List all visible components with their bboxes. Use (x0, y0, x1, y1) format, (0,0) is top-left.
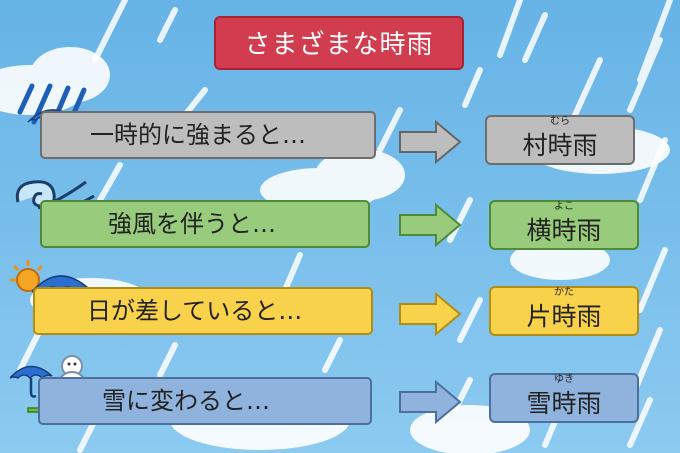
condition-box: 日が差していると… (33, 287, 373, 335)
result-word: 片時雨 (526, 302, 602, 331)
result-box: むら 村時雨 (485, 115, 635, 165)
result-ruby: ゆき (554, 374, 574, 385)
condition-text: 日が差していると… (87, 297, 303, 325)
condition-box: 強風を伴うと… (40, 200, 370, 248)
result-ruby: よこ (554, 201, 574, 212)
result-ruby: かた (554, 287, 574, 298)
result-ruby: むら (550, 116, 570, 127)
arrow-right-icon (399, 203, 462, 247)
result-box: ゆき 雪時雨 (489, 373, 639, 423)
result-word: 村時雨 (522, 131, 598, 160)
arrow-right-icon (399, 292, 462, 336)
result-word: 雪時雨 (526, 389, 602, 418)
condition-text: 一時的に強まると… (90, 121, 306, 149)
condition-box: 雪に変わると… (38, 377, 372, 425)
condition-text: 強風を伴うと… (108, 210, 276, 238)
arrow-right-icon (399, 120, 462, 164)
arrow-right-icon (399, 380, 462, 424)
result-box: よこ 横時雨 (489, 200, 639, 250)
condition-box: 一時的に強まると… (40, 111, 376, 159)
condition-text: 雪に変わると… (102, 387, 270, 415)
result-box: かた 片時雨 (489, 286, 639, 336)
result-word: 横時雨 (526, 216, 602, 245)
page-title: さまざまな時雨 (214, 16, 464, 70)
